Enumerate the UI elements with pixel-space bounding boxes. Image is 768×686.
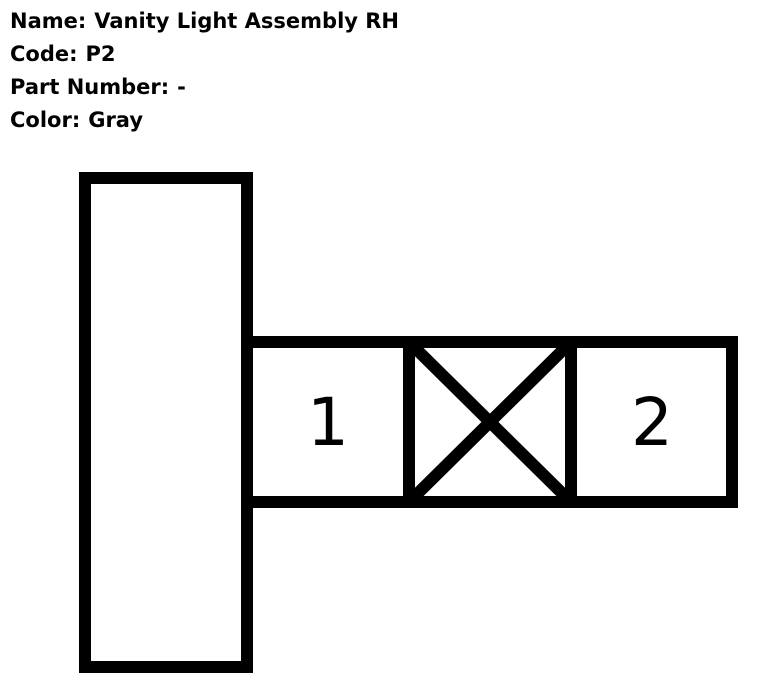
- part-number-label: Part Number:: [10, 75, 170, 99]
- empty-cavity-cross: [404, 337, 576, 507]
- color-label: Color:: [10, 108, 81, 132]
- code-label: Code:: [10, 42, 78, 66]
- name-label: Name:: [10, 9, 87, 33]
- name-value: Vanity Light Assembly RH: [94, 9, 400, 33]
- cavity-label-1: 1: [307, 384, 349, 461]
- color-value: Gray: [88, 108, 144, 132]
- connector-info: Name: Vanity Light Assembly RH Code: P2 Pa…: [10, 6, 399, 138]
- part-number-row: Part Number:-: [10, 72, 399, 105]
- code-row: Code: P2: [10, 39, 399, 72]
- cavity-label-2: 2: [631, 384, 673, 461]
- part-number-value: -: [177, 75, 186, 99]
- code-value: P2: [85, 42, 116, 66]
- connector-housing: [79, 172, 253, 673]
- color-row: Color: Gray: [10, 105, 399, 138]
- name-row: Name: Vanity Light Assembly RH: [10, 6, 399, 39]
